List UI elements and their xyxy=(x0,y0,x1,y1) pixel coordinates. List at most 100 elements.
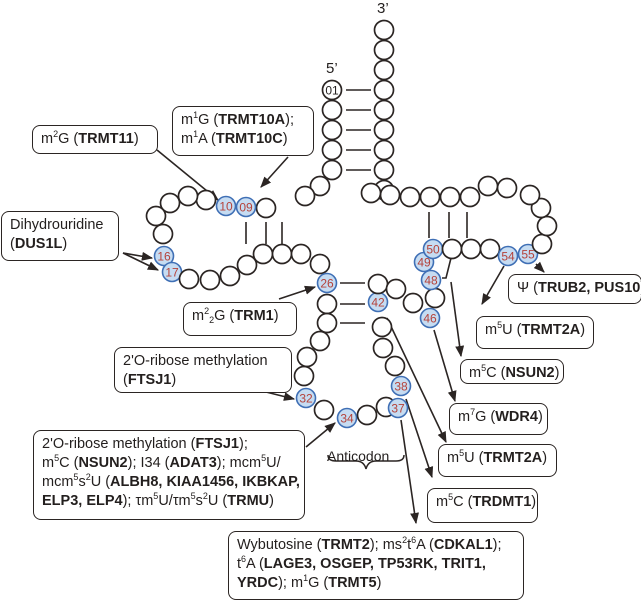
annotation-text: G ( xyxy=(214,308,235,324)
nucleotide-circle xyxy=(215,195,237,217)
nucleotide-circle xyxy=(252,243,274,265)
position-number: 34 xyxy=(340,412,354,426)
nucleotide-circle xyxy=(379,184,401,206)
annotation-ribose-ftsj1: 2'O-ribose methylation(FTSJ1) xyxy=(114,347,292,393)
nucleotide xyxy=(373,139,395,161)
nucleotide xyxy=(290,243,312,265)
variable-loop-bracket xyxy=(442,256,452,279)
nucleotide-circle xyxy=(402,292,424,314)
nucleotide-circle xyxy=(419,307,441,329)
annotation-pos34: 2'O-ribose methylation (FTSJ1);m5C (NSUN… xyxy=(33,430,305,520)
nucleotide xyxy=(321,159,343,181)
annotation-text: ) xyxy=(171,372,177,388)
nucleotide-circle xyxy=(373,159,395,181)
annotation-text: A ( xyxy=(416,537,434,553)
annotation-text: 2 xyxy=(402,535,408,545)
position-number: 46 xyxy=(423,312,437,326)
nucleotide xyxy=(309,253,331,275)
nucleotide xyxy=(371,316,393,338)
position-number: 50 xyxy=(426,243,440,257)
annotation-text: m xyxy=(469,365,482,381)
annotation-m5c-nsun2: m5C (NSUN2) xyxy=(460,359,564,384)
nucleotide-34: 34 xyxy=(336,407,358,429)
annotation-text: ); I34 ( xyxy=(127,455,170,471)
annotation-m5u-trmt2a-54: m5U (TRMT2A) xyxy=(476,316,594,349)
annotation-text: ) xyxy=(537,409,543,425)
annotation-text: ) xyxy=(269,493,274,509)
nucleotide xyxy=(439,186,461,208)
nucleotide-circle xyxy=(235,196,257,218)
nucleotide-circle xyxy=(399,186,421,208)
nucleotide-48: 48 xyxy=(420,269,442,291)
annotation-text: G ( xyxy=(58,131,79,147)
nucleotide-26: 26 xyxy=(316,272,338,294)
annotation-text: m xyxy=(436,494,449,510)
nucleotide-circle xyxy=(360,182,382,204)
nucleotide-37: 37 xyxy=(387,397,409,419)
nucleotide-circle xyxy=(295,387,317,409)
annotation-text: 2 xyxy=(85,472,91,482)
annotation-text: m xyxy=(447,450,460,466)
nucleotide-circle xyxy=(153,245,175,267)
annotation-text: 6 xyxy=(411,535,417,545)
annotation-m5u-trmt2a-42: m5U (TRMT2A) xyxy=(438,444,557,477)
annotation-text: m xyxy=(41,131,54,147)
nucleotide xyxy=(519,184,541,206)
enzyme-name: LAGE3, OSGEP, TP53RK, TRIT1, xyxy=(263,556,486,572)
nucleotide xyxy=(313,399,335,421)
annotation-text: 2 xyxy=(53,129,59,139)
position-number: 01 xyxy=(325,84,339,98)
annotation-text: m xyxy=(485,322,498,338)
arrow-m5u-trmt2a-54 xyxy=(481,265,505,305)
nucleotide-circle xyxy=(371,316,393,338)
arrow-dihydrouridine-16 xyxy=(122,251,154,261)
nucleotide xyxy=(360,182,382,204)
enzyme-name: ADAT3 xyxy=(169,455,217,471)
enzyme-name: FTSJ1 xyxy=(127,372,172,388)
nucleotide-circle xyxy=(145,205,167,227)
enzyme-name: TRMT2 xyxy=(321,537,370,553)
annotation-text: ); mcm xyxy=(216,455,262,471)
nucleotide-circle xyxy=(536,215,558,237)
nucleotide-circle xyxy=(309,253,331,275)
nucleotide-circle xyxy=(321,139,343,161)
nucleotide-circle xyxy=(373,99,395,121)
annotation-text: 1 xyxy=(193,110,199,120)
annotation-text: C ( xyxy=(486,365,506,381)
nucleotide-circle xyxy=(530,197,552,219)
arrow-m5c-nsun2 xyxy=(450,281,465,358)
nucleotide xyxy=(424,287,446,309)
annotation-text: ) xyxy=(282,131,288,147)
enzyme-name: TRMU xyxy=(227,493,270,509)
annotation-text: ) xyxy=(133,131,139,147)
nucleotide-circle xyxy=(385,278,407,300)
annotation-text: ); xyxy=(492,537,502,553)
nucleotide xyxy=(531,233,553,255)
nucleotide xyxy=(496,177,518,199)
nucleotide-54: 54 xyxy=(497,245,519,267)
nucleotide-circle xyxy=(419,186,441,208)
nucleotide-circle xyxy=(271,243,293,265)
position-number: 09 xyxy=(239,201,253,215)
annotation-text: ) xyxy=(554,365,560,381)
annotation-text: 5 xyxy=(153,491,159,501)
position-number: 32 xyxy=(299,392,313,406)
nucleotide xyxy=(477,175,499,197)
nucleotide-17: 17 xyxy=(161,261,183,283)
nucleotide xyxy=(399,186,421,208)
enzyme-name: CDKAL1 xyxy=(433,537,493,553)
nucleotide-46: 46 xyxy=(419,307,441,329)
nucleotide-circle xyxy=(390,375,412,397)
annotation-text: U ( xyxy=(207,493,228,509)
annotation-text: Dihydrouridine xyxy=(10,217,104,233)
position-number: 55 xyxy=(521,248,535,262)
position-number: 49 xyxy=(417,256,431,270)
annotation-text: G ( xyxy=(475,409,496,425)
position-number: 16 xyxy=(157,250,171,264)
nucleotide xyxy=(159,192,181,214)
nucleotide xyxy=(316,312,338,334)
nucleotide xyxy=(367,273,389,295)
nucleotide xyxy=(373,159,395,181)
